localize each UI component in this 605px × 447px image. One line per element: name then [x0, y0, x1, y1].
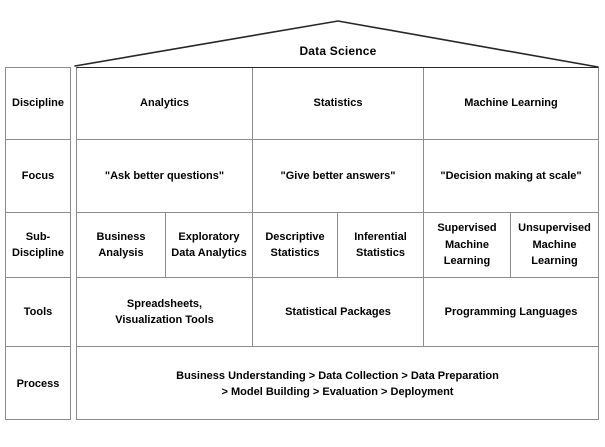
focus-analytics: "Ask better questions" [77, 140, 253, 213]
tools-machine-learning: Programming Languages [424, 278, 598, 347]
discipline-statistics: Statistics [253, 68, 424, 140]
focus-statistics: "Give better answers" [253, 140, 424, 213]
discipline-analytics: Analytics [77, 68, 253, 140]
row-header-process: Process [16, 377, 60, 390]
discipline-machine-learning: Machine Learning [424, 68, 598, 140]
diagram-grid: Analytics Statistics Machine Learning "A… [76, 67, 599, 420]
sub-exploratory-data-analytics: Exploratory Data Analytics [166, 213, 253, 278]
roof-outline-icon [74, 20, 599, 68]
process-pipeline: Business Understanding > Data Collection… [176, 369, 499, 399]
row-header-column: Discipline Focus Sub- Discipline Tools P… [5, 67, 71, 420]
tools-analytics: Spreadsheets, Visualization Tools [77, 278, 253, 347]
sub-business-analysis: Business Analysis [77, 213, 166, 278]
diagram-title: Data Science [299, 44, 377, 58]
tools-statistics: Statistical Packages [253, 278, 424, 347]
row-header-discipline: Discipline [6, 68, 70, 140]
row-header-sub-discipline: Sub- Discipline [6, 213, 70, 278]
sub-supervised-machine-learning: Supervised Machine Learning [424, 213, 511, 278]
focus-machine-learning: "Decision making at scale" [424, 140, 598, 213]
row-header-focus: Focus [6, 140, 70, 213]
sub-inferential-statistics: Inferential Statistics [338, 213, 424, 278]
sub-unsupervised-machine-learning: Unsupervised Machine Learning [511, 213, 598, 278]
row-header-tools: Tools [6, 278, 70, 347]
sub-descriptive-statistics: Descriptive Statistics [253, 213, 338, 278]
